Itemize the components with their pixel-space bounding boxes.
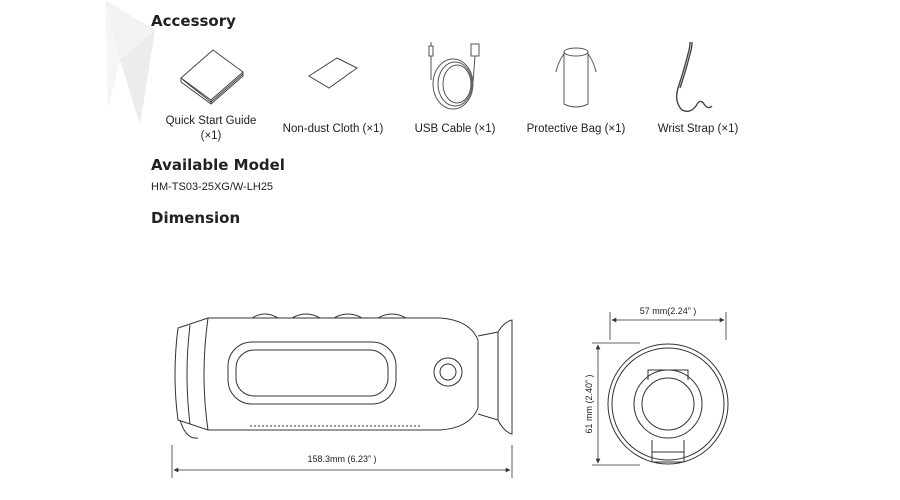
accessory-quantity: (×1) [200, 130, 222, 142]
usb-cable-icon [428, 42, 480, 110]
accessory-label: Protective Bag (×1) [526, 123, 626, 135]
length-label: 158.3mm (6.23” ) [307, 454, 376, 464]
accessory-label: Non-dust Cloth (×1) [282, 123, 384, 135]
wrist-strap-icon [675, 41, 713, 112]
protective-bag-icon [555, 47, 597, 108]
dimension-heading: Dimension [151, 209, 241, 227]
accessory-label: Wrist Strap (×1) [657, 123, 739, 135]
available-model-heading: Available Model [151, 156, 285, 174]
height-label: 61 mm (2.40” ) [584, 374, 594, 433]
side-view-outline [174, 313, 513, 439]
model-number: HM-TS03-25XG/W-LH25 [151, 181, 274, 193]
front-view-outline [607, 343, 729, 465]
booklet-icon [180, 49, 244, 105]
length-dimension-line [171, 445, 513, 478]
width-label: 57 mm(2.24” ) [640, 306, 697, 316]
accessory-label: USB Cable (×1) [414, 123, 496, 135]
cloth-icon [308, 57, 358, 89]
dimension-drawing: 158.3mm (6.23” ) 57 mm(2.24” ) 61 mm (2.… [171, 306, 729, 478]
watermark-graphic [105, 0, 155, 125]
height-dimension-line [592, 342, 640, 466]
accessory-label: Quick Start Guide [165, 115, 257, 127]
accessory-heading: Accessory [151, 12, 236, 30]
width-dimension-line [609, 312, 727, 340]
